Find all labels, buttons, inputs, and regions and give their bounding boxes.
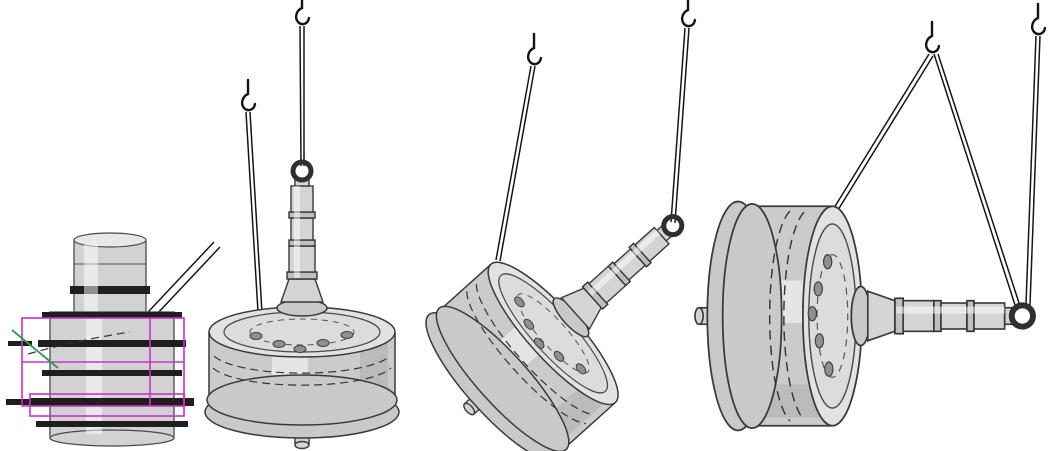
wheel-assembly-horizontal (695, 202, 1033, 431)
crane-hook-icon (240, 78, 257, 112)
stage-1-reference-line (11, 329, 59, 369)
stage-3-cables (495, 27, 690, 262)
crane-hook-icon (680, 0, 697, 28)
wheel-assembly-tilted (402, 148, 745, 451)
stage-1-upper-shaft (70, 232, 150, 315)
stage-1-hidden-sling-line (27, 331, 131, 355)
wheel-assembly-vertical (205, 162, 399, 449)
crane-hook-icon (1030, 2, 1047, 36)
crane-hook-icon (294, 0, 311, 26)
crane-hook-icon (924, 20, 941, 54)
stage-3-panel (402, 0, 745, 451)
crane-hook-icon (526, 32, 543, 66)
stage-1-panel (6, 232, 221, 447)
stage-4-panel (695, 2, 1047, 431)
stage-2-panel (205, 0, 399, 449)
stage-4-cables (833, 35, 1041, 309)
stage-1-flange-bars (6, 312, 194, 427)
stage-1-selection-highlight (21, 317, 185, 417)
stage-2-cables (245, 25, 305, 314)
